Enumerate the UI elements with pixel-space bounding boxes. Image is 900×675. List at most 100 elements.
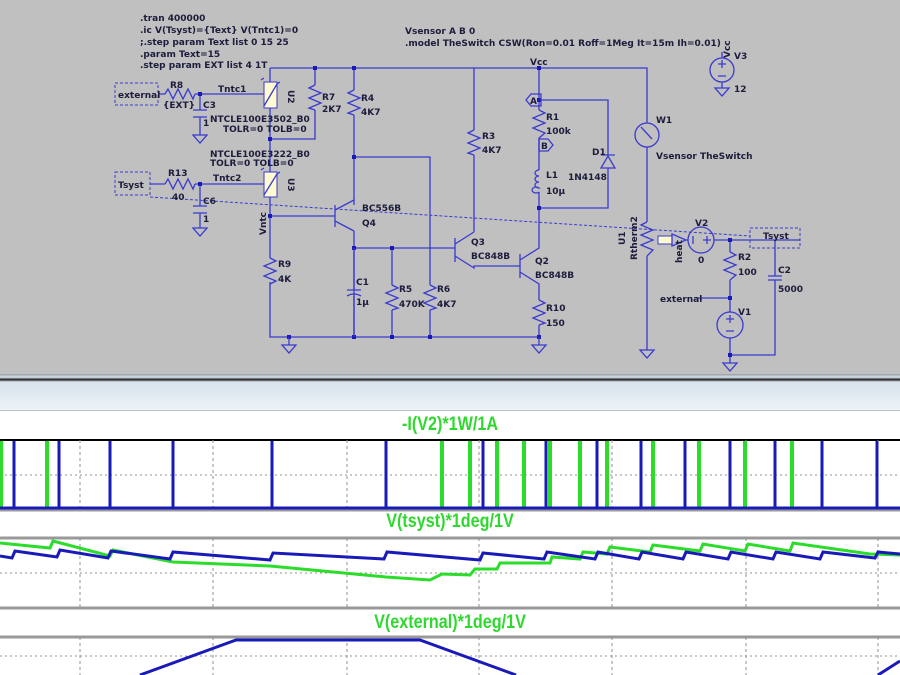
waveform-window-titlebar[interactable]: [0, 382, 900, 411]
waveform-viewer[interactable]: -I(V2)*1W/1A V(tsyst)*1deg/1V V(external…: [0, 411, 900, 675]
net-label-tntc2: Tntc2: [213, 174, 241, 184]
value-l1: 10µ: [546, 187, 566, 197]
label-c6: C6: [203, 197, 216, 207]
directive-vsensor[interactable]: Vsensor A B 0: [405, 27, 475, 37]
value-v2: 0: [698, 256, 704, 266]
value-r3: 4K7: [482, 146, 502, 156]
model-w1: Vsensor TheSwitch: [656, 152, 753, 162]
value-r10: 150: [546, 319, 565, 329]
pane-splitter[interactable]: [0, 374, 900, 382]
net-box-external[interactable]: [114, 82, 159, 106]
waveform-canvas[interactable]: [0, 411, 900, 675]
net-label-vcc: Vcc: [530, 58, 548, 68]
value-r8: {EXT}: [163, 101, 195, 111]
resistor-r6: [422, 284, 438, 311]
label-c3: C3: [203, 101, 216, 111]
value-c2: 5000: [778, 285, 803, 295]
diode-d1: [599, 154, 617, 169]
value-r2: 100: [738, 268, 757, 278]
trace-label-i-v2[interactable]: -I(V2)*1W/1A: [401, 414, 499, 435]
net-label-tsyst: Tsyst: [118, 181, 145, 191]
label-q2: Q2: [535, 257, 549, 267]
model-q3: BC848B: [471, 252, 510, 262]
label-v2: V2: [695, 219, 708, 229]
label-c2: C2: [778, 266, 791, 276]
value-r4: 4K7: [361, 108, 381, 118]
resistors: [164, 84, 738, 326]
label-r13: R13: [168, 169, 187, 179]
label-v1: V1: [738, 308, 751, 318]
value-c6: 1: [203, 215, 209, 225]
value-r7: 2K7: [322, 105, 342, 115]
schematic-canvas[interactable]: .tran 400000 .ic V(Tsyst)={Text} V(Tntc1…: [0, 0, 900, 374]
label-u2: U2: [285, 90, 295, 104]
net-label-a: A: [530, 97, 537, 107]
directive-step[interactable]: .step param EXT list 4 1T: [140, 61, 268, 71]
directive-tran[interactable]: .tran 400000: [140, 14, 205, 24]
trace-tsyst-step1: [0, 539, 900, 582]
net-label-v3-vcc: Vcc: [723, 40, 733, 58]
net-label-external-right: external: [660, 295, 702, 305]
component-labels: external Tsyst R8 {EXT} Tntc1 C3 1 NTCLE…: [118, 40, 803, 329]
value-r5: 470K: [399, 300, 426, 310]
port-label-heat: heat: [675, 239, 685, 263]
label-u1: U1: [618, 231, 628, 245]
schematic-editor[interactable]: .tran 400000 .ic V(Tsyst)={Text} V(Tntc1…: [0, 0, 900, 374]
capacitors: [193, 109, 782, 337]
label-r8: R8: [170, 81, 183, 91]
label-r10: R10: [546, 304, 565, 314]
directive-model[interactable]: .model TheSwitch CSW(Ron=0.01 Roff=1Meg …: [405, 39, 721, 49]
junctions: [198, 66, 732, 357]
resistor-r4: [346, 89, 362, 116]
ntc-thermistors: [260, 77, 281, 198]
spice-directives[interactable]: .tran 400000 .ic V(Tsyst)={Text} V(Tntc1…: [140, 14, 721, 71]
thermistor-u1: [639, 221, 655, 257]
value-c1: 1µ: [356, 298, 369, 308]
label-v3: V3: [734, 52, 747, 62]
trace-label-v-tsyst[interactable]: V(tsyst)*1deg/1V: [386, 511, 514, 532]
resistor-r7: [307, 84, 323, 111]
node-tag-b: [538, 138, 554, 152]
net-box-tsyst-right[interactable]: [749, 227, 801, 249]
directive-ic[interactable]: .ic V(Tsyst)={Text} V(Tntc1)=0: [140, 26, 298, 36]
resistor-r2: [722, 251, 738, 281]
value-v3: 12: [734, 85, 747, 95]
label-w1: W1: [656, 116, 672, 126]
node-tag-a: [525, 93, 542, 107]
label-r5: R5: [399, 285, 412, 295]
model-u3: NTCLE100E3222_B0: [210, 150, 310, 160]
resistor-r1: [531, 109, 547, 139]
value-r13: 40: [172, 193, 185, 203]
sources: [634, 52, 744, 339]
net-box-tsyst-left[interactable]: [114, 171, 151, 196]
directive-step-commented[interactable]: ;.step param Text list 0 15 25: [140, 38, 289, 48]
wires: [149, 67, 800, 362]
value-r6: 4K7: [437, 300, 457, 310]
heat-port-arrow: [657, 235, 673, 245]
resistor-r10: [531, 299, 547, 326]
value-r9: 4K: [278, 275, 292, 285]
model-u1: Rtherm2: [630, 216, 640, 260]
trace-label-v-external[interactable]: V(external)*1deg/1V: [374, 612, 526, 633]
label-r3: R3: [482, 132, 495, 142]
voltage-source-v1: [716, 311, 744, 339]
label-r4: R4: [361, 94, 374, 104]
resistor-r9: [262, 257, 278, 285]
value-r1: 100k: [546, 127, 572, 137]
directive-param[interactable]: .param Text=15: [140, 50, 220, 60]
resistor-r5: [384, 284, 400, 311]
value-c3: 1: [203, 119, 209, 129]
params-u3: TOLR=0 TOLB=0: [210, 159, 294, 169]
label-d1: D1: [592, 148, 606, 158]
net-label-b: B: [541, 142, 548, 152]
label-r1: R1: [546, 113, 559, 123]
ground-symbols: [191, 82, 739, 372]
model-u2: NTCLE100E3502_B0: [210, 115, 310, 125]
inductor-l1: [531, 169, 541, 194]
label-r2: R2: [738, 253, 751, 263]
label-u3: U3: [285, 178, 295, 192]
label-l1: L1: [546, 171, 558, 181]
params-u2: TOLR=0 TOLB=0: [223, 125, 307, 135]
current-switch-w1: [634, 122, 660, 148]
model-d1: 1N4148: [568, 173, 607, 183]
